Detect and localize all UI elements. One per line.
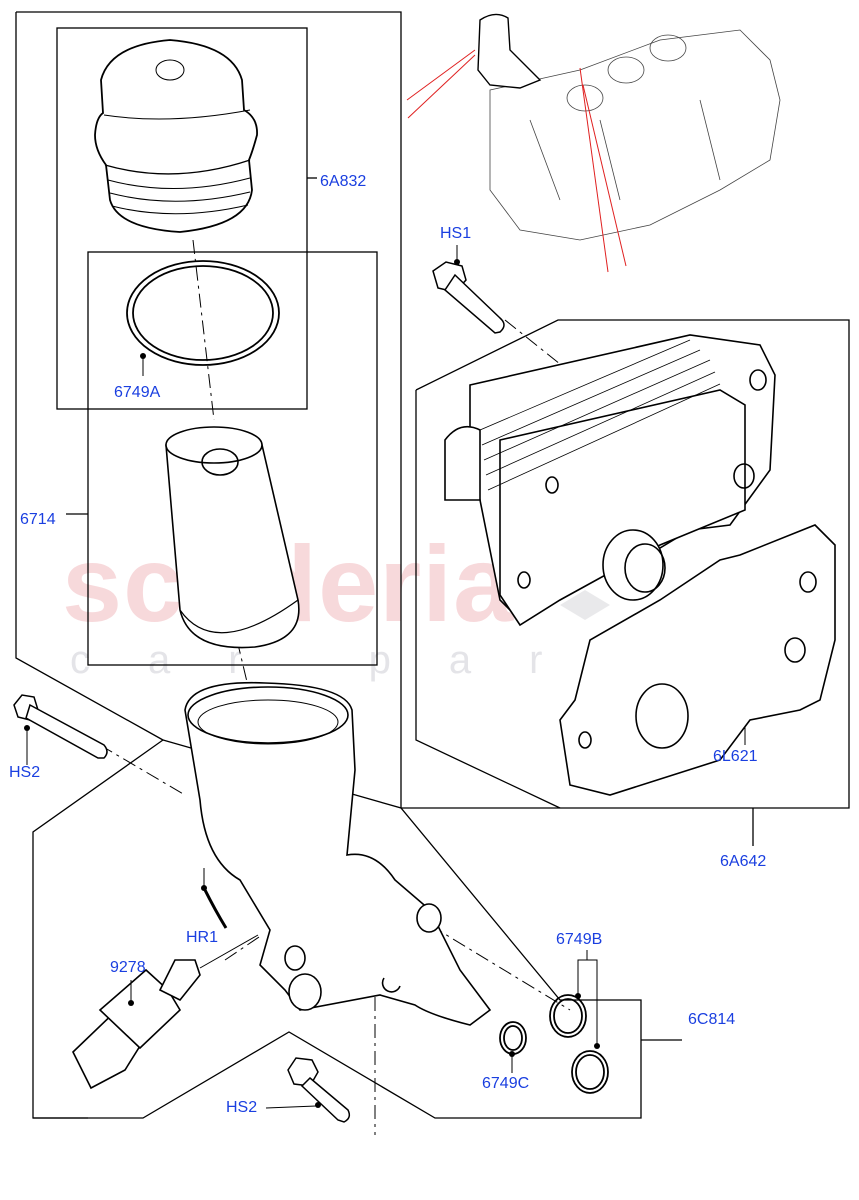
engine-block-drawing [489, 29, 781, 241]
locator-lines [406, 49, 627, 273]
oil-filter-housing-drawing [184, 681, 492, 1026]
o-ring-drawing [126, 260, 280, 366]
label-9278[interactable]: 9278 [110, 959, 146, 976]
label-6714[interactable]: 6714 [20, 511, 56, 528]
pressure-sensor-drawing [72, 959, 201, 1090]
label-6749C[interactable]: 6749C [482, 1075, 530, 1092]
seal-rings-drawing [499, 994, 609, 1094]
label-6749A[interactable]: 6749A [114, 384, 161, 401]
frame-housing [33, 739, 642, 1119]
filter-locator-drawing [477, 13, 542, 89]
oil-filter-element-drawing [165, 426, 300, 649]
label-6C814[interactable]: 6C814 [688, 1011, 736, 1028]
frame-cooler [415, 319, 850, 809]
label-6L621[interactable]: 6L621 [713, 748, 758, 765]
label-6749B[interactable]: 6749B [556, 931, 603, 948]
frame-cap [56, 27, 308, 410]
frame-main [16, 11, 753, 809]
frame-filter [87, 251, 378, 666]
gasket-drawing [559, 524, 836, 796]
oil-cooler-drawing [444, 334, 776, 627]
label-HS2-bottom[interactable]: HS2 [226, 1099, 258, 1116]
label-6A832[interactable]: 6A832 [320, 173, 367, 190]
label-HR1[interactable]: HR1 [186, 929, 219, 946]
label-6A642[interactable]: 6A642 [720, 853, 767, 870]
label-HS1[interactable]: HS1 [440, 225, 472, 242]
oil-filter-cap-drawing [94, 39, 258, 233]
label-HS2-top[interactable]: HS2 [9, 764, 41, 781]
bolts-drawing [13, 261, 505, 1123]
